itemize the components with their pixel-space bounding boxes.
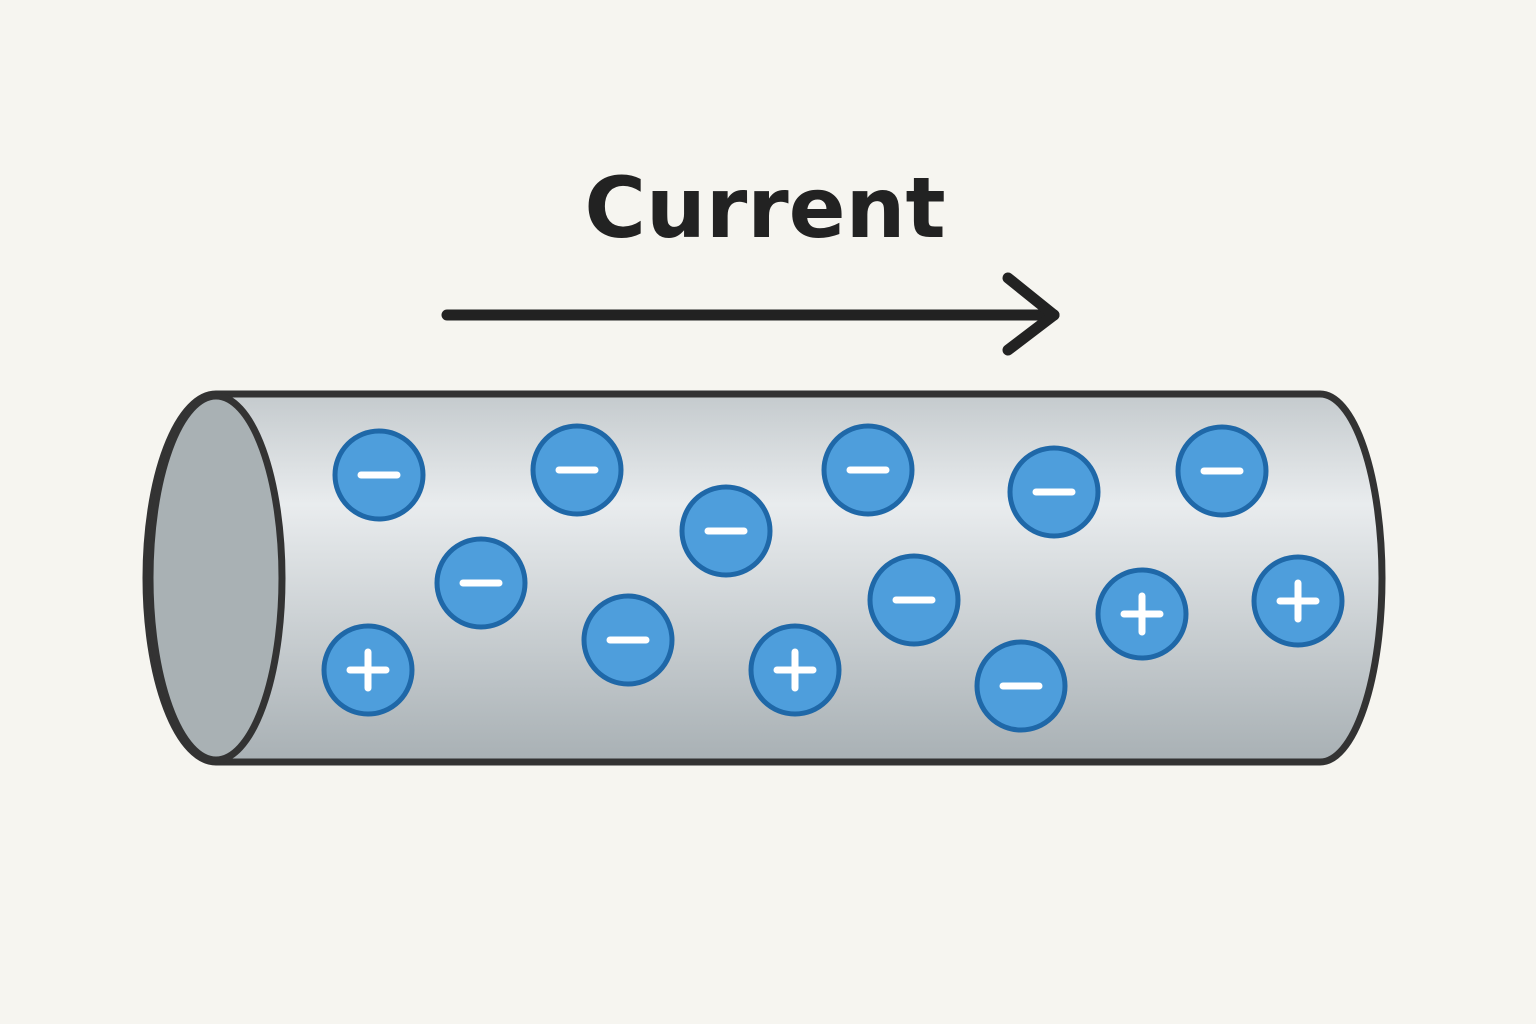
current-arrow-icon <box>441 272 1060 356</box>
positive-charge-icon <box>321 623 415 717</box>
negative-charge-icon <box>332 428 426 522</box>
current-label: Current <box>584 159 945 257</box>
positive-charge-icon <box>748 623 842 717</box>
negative-charge-icon <box>434 536 528 630</box>
positive-charge-icon <box>1251 554 1345 648</box>
negative-charge-icon <box>581 593 675 687</box>
negative-charge-icon <box>821 423 915 517</box>
positive-charge-icon <box>1095 567 1189 661</box>
charges <box>321 423 1345 733</box>
negative-charge-icon <box>1175 424 1269 518</box>
negative-charge-icon <box>1007 445 1101 539</box>
negative-charge-icon <box>679 484 773 578</box>
negative-charge-icon <box>530 423 624 517</box>
negative-charge-icon <box>867 553 961 647</box>
wire-end-face <box>146 392 286 764</box>
negative-charge-icon <box>974 639 1068 733</box>
